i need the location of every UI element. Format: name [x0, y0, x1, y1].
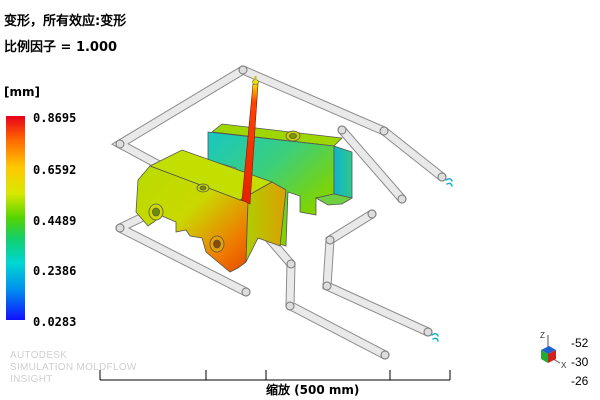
scale-factor-label: 比例因子 = 1.000: [4, 40, 118, 55]
legend-tick-3: 0.4489: [33, 214, 77, 228]
scale-bar: [99, 370, 451, 381]
triad-value-3: -26: [571, 374, 589, 388]
cooling-channel-network: [110, 65, 453, 360]
triad-x-label: X: [561, 361, 567, 370]
moldflow-watermark: SIMULATION MOLDFLOW: [10, 362, 137, 373]
legend-tick-max: 0.8695: [33, 111, 77, 125]
triad-z-label: Z: [540, 331, 545, 340]
legend-tick-2: 0.6592: [33, 163, 77, 177]
scale-bar-label: 缩放 (500 mm): [266, 383, 360, 397]
autodesk-watermark: AUTODESK: [10, 350, 68, 361]
triad-value-2: -30: [571, 355, 589, 369]
orientation-triad[interactable]: Z X: [540, 331, 567, 370]
legend-tick-4: 0.2386: [33, 264, 77, 278]
plot-title: 变形，所有效应:变形: [4, 14, 127, 29]
color-legend-bar: [6, 116, 25, 320]
legend-unit: [mm]: [4, 85, 40, 99]
insight-watermark: INSIGHT: [10, 374, 53, 385]
legend-tick-min: 0.0283: [33, 315, 77, 329]
triad-value-1: -52: [571, 336, 589, 350]
sprue-feed: [241, 76, 259, 205]
